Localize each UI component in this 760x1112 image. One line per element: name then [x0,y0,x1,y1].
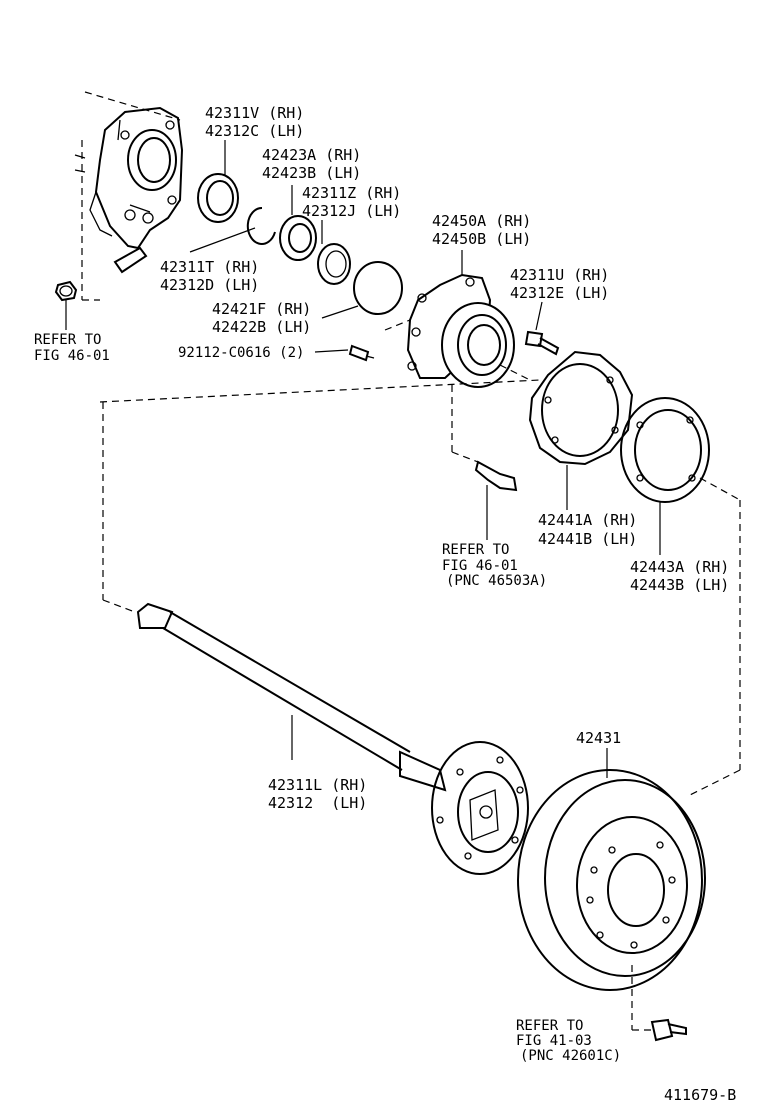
gasket [620,397,710,555]
svg-text:42312C (LH): 42312C (LH) [205,122,304,140]
axle-shaft [136,602,447,792]
svg-text:42311L (RH): 42311L (RH) [268,776,367,794]
callout-42311T: 42311T (RH) 42312D (LH) [160,258,259,294]
axle-flange [431,741,529,875]
svg-text:42422B (LH): 42422B (LH) [212,318,311,336]
svg-text:FIG 46-01: FIG 46-01 [34,348,110,364]
svg-text:42311V (RH): 42311V (RH) [205,104,304,122]
svg-text:42423B (LH): 42423B (LH) [262,164,361,182]
svg-text:REFER TO: REFER TO [442,542,509,558]
svg-text:411679-B: 411679-B [664,1086,736,1104]
refer-fig-46-01-pnc: REFER TO FIG 46-01 (PNC 46503A) [442,542,547,589]
svg-text:92112-C0616 (2): 92112-C0616 (2) [178,345,304,361]
svg-text:42312D (LH): 42312D (LH) [160,276,259,294]
oil-seal [197,140,239,223]
o-ring [321,261,403,319]
svg-text:42311Z (RH): 42311Z (RH) [302,184,401,202]
hub-bearing [384,250,515,388]
backing-plate-bolt [451,385,518,540]
svg-text:42423A (RH): 42423A (RH) [262,146,361,164]
callout-42311Z: 42311Z (RH) 42312J (LH) [302,184,401,220]
callout-42311U: 42311U (RH) 42312E (LH) [510,266,609,302]
snap-ring [189,206,276,253]
stud-bolt [314,344,375,362]
svg-text:FIG 46-01: FIG 46-01 [442,558,518,574]
svg-text:42311T (RH): 42311T (RH) [160,258,259,276]
callout-42431: 42431 [576,729,621,747]
refer-fig-46-01-left: REFER TO FIG 46-01 [34,332,110,364]
callout-42311L: 42311L (RH) 42312 (LH) [268,776,367,812]
callout-42441A: 42441A (RH) 42441B (LH) [538,511,637,548]
svg-text:(PNC 42601C): (PNC 42601C) [520,1048,621,1064]
refer-fig-41-03: REFER TO FIG 41-03 (PNC 42601C) [516,1018,621,1064]
callout-42311V: 42311V (RH) 42312C (LH) [205,104,304,140]
hub-bolt [499,301,560,381]
svg-text:(PNC 46503A): (PNC 46503A) [446,573,547,589]
svg-text:42443B (LH): 42443B (LH) [630,576,729,594]
svg-text:REFER TO: REFER TO [34,332,101,348]
callout-42450A: 42450A (RH) 42450B (LH) [432,212,531,248]
svg-text:42311U (RH): 42311U (RH) [510,266,609,284]
svg-text:42441B (LH): 42441B (LH) [538,530,637,548]
svg-text:42312E (LH): 42312E (LH) [510,284,609,302]
figure-number: 411679-B [664,1086,736,1104]
svg-text:42431: 42431 [576,729,621,747]
spacer [317,220,351,285]
svg-text:42312J (LH): 42312J (LH) [302,202,401,220]
bearing [279,185,317,261]
brake-drum [517,748,706,991]
backing-plate [528,350,634,510]
svg-text:42450A (RH): 42450A (RH) [432,212,531,230]
svg-text:42421F (RH): 42421F (RH) [212,300,311,318]
knuckle-housing [74,91,184,301]
svg-text:42450B (LH): 42450B (LH) [432,230,531,248]
callout-42443A: 42443A (RH) 42443B (LH) [630,558,729,594]
nut [54,280,78,330]
assembly-guide-lines [99,379,741,1031]
svg-text:42312 (LH): 42312 (LH) [268,794,367,812]
svg-text:FIG 41-03: FIG 41-03 [516,1033,592,1049]
svg-text:42443A (RH): 42443A (RH) [630,558,729,576]
svg-text:REFER TO: REFER TO [516,1018,583,1034]
callout-92112-C0616: 92112-C0616 (2) [178,345,304,361]
lug-stud [650,1018,687,1042]
callout-42421F: 42421F (RH) 42422B (LH) [212,300,311,336]
callout-42423A: 42423A (RH) 42423B (LH) [262,146,361,182]
svg-text:42441A (RH): 42441A (RH) [538,511,637,529]
